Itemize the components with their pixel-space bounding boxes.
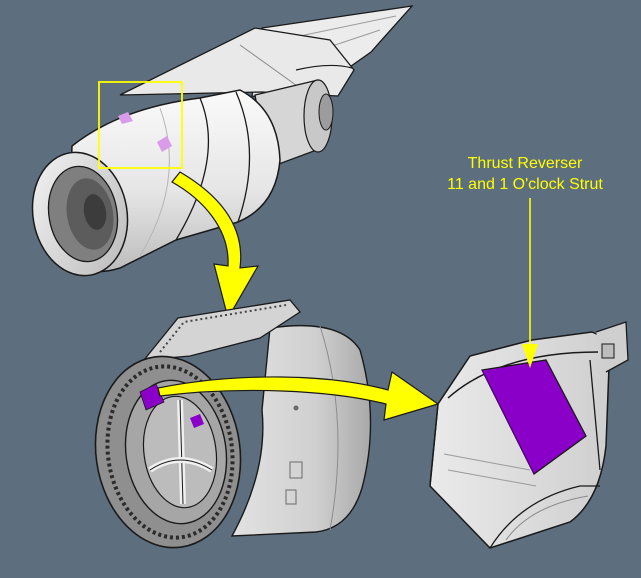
- strut-detail-view: [429, 321, 629, 549]
- yellow-arrow-right: [157, 370, 440, 421]
- strut-locator-marks: [118, 112, 172, 152]
- callout-label: Thrust Reverser 11 and 1 O'clock Strut: [420, 153, 630, 195]
- engine-inlet: [31, 151, 129, 277]
- engine-open-cowl: [94, 299, 372, 549]
- zoom-box-icon: [98, 81, 183, 169]
- callout-line-2: 11 and 1 O'clock Strut: [447, 176, 603, 193]
- callout-leader-arrow-icon: [522, 198, 538, 368]
- engine-pylon: [119, 27, 355, 97]
- callout-line-1: Thrust Reverser: [467, 155, 583, 172]
